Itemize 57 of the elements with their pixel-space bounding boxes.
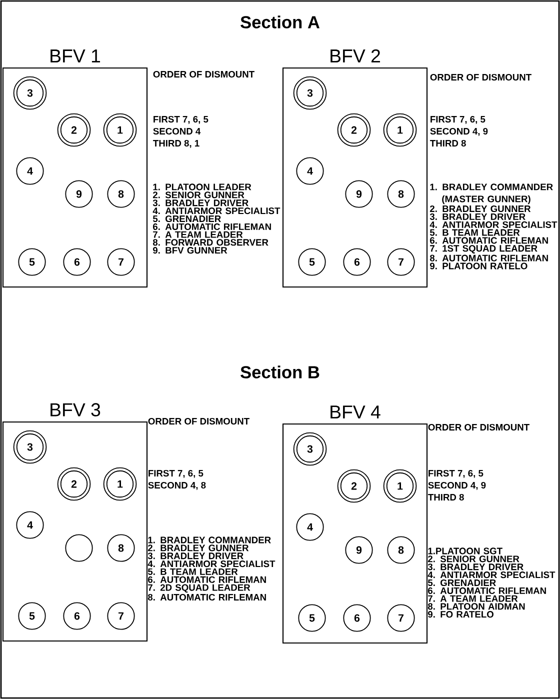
roster-entry: 4. ANTIARMOR SPECIALIST (148, 560, 276, 568)
roster-entry: 6. AUTOMATIC RIFLEMAN (428, 587, 546, 594)
roster-entry: 3. BRADLEY DRIVER (148, 552, 244, 560)
dismount-order: SECOND 4, 8 (148, 482, 206, 490)
dismount-order: FIRST 7, 6, 5 (430, 116, 486, 124)
vehicle-heading: BFV 2 (330, 49, 380, 62)
roster-entry: 6. AUTOMATIC RIFLEMAN (430, 237, 548, 244)
dismount-order: THIRD 8, 1 (153, 140, 200, 148)
roster-entry: 4. ANTIARMOR SPECIALIST (428, 572, 556, 578)
roster-entry: 8. AUTOMATIC RIFLEMAN (430, 254, 548, 262)
table-heading: ORDER OF DISMOUNT (153, 70, 254, 78)
roster-entry: 3. BRADLEY DRIVER (152, 200, 248, 206)
table-heading: ORDER OF DISMOUNT (430, 74, 532, 81)
roster-entry: 5. GRENADIER (152, 215, 221, 222)
roster-entry: 8. AUTOMATIC RIFLEMAN (148, 594, 266, 601)
roster-entry: 9. BFV GUNNER (152, 247, 228, 254)
section-title: Section B (240, 366, 320, 378)
vehicle-heading: BFV 3 (50, 403, 100, 416)
roster-entry: 6. AUTOMATIC RIFLEMAN (148, 576, 266, 583)
seat-circle (65, 534, 93, 562)
roster-entry: 4. ANTIARMOR SPECIALIST (152, 208, 280, 214)
roster-entry: 2. BRADLEY GUNNER (148, 544, 249, 552)
dismount-order: SECOND 4 (153, 128, 201, 135)
dismount-order: FIRST 7, 6, 5 (154, 116, 208, 124)
dismount-order: THIRD 8 (430, 140, 466, 147)
roster-entry: 7. A TEAM LEADER (153, 231, 243, 238)
dismount-order: THIRD 8 (428, 494, 464, 501)
roster-entry: 9. PLATOON RATELO (430, 262, 528, 270)
roster-entry: 2. SENIOR GUNNER (428, 556, 520, 562)
roster-entry: 1.PLATOON SGT (428, 548, 502, 554)
dismount-order: FIRST 7, 6, 5 (428, 470, 484, 478)
table-heading: ORDER OF DISMOUNT (428, 424, 530, 431)
dismount-order: SECOND 4, 9 (428, 482, 486, 490)
vehicle-heading: BFV 4 (330, 406, 380, 418)
roster-entry: 5. B TEAM LEADER (148, 568, 238, 575)
roster-entry: 8. FORWARD OBSERVER (152, 239, 268, 246)
roster-entry: 3. BRADLEY DRIVER (430, 213, 526, 220)
roster-entry: 6. AUTOMATIC RIFLEMAN (153, 223, 271, 230)
roster-entry: 9. FO RATELO (428, 611, 494, 618)
section-title: Section A (240, 16, 320, 28)
roster-entry: 7. 2D SQUAD LEADER (148, 584, 250, 593)
roster-entry: 3. BRADLEY DRIVER (428, 564, 524, 570)
roster-entry: 1. PLATOON LEADER (153, 184, 252, 190)
dismount-order: FIRST 7, 6, 5 (148, 470, 204, 478)
table-heading: ORDER OF DISMOUNT (148, 418, 250, 425)
roster-entry: 7. 1ST SQUAD LEADER (430, 245, 538, 254)
roster-entry: 2. BRADLEY GUNNER (430, 205, 531, 212)
roster-entry: 4. ANTIARMOR SPECIALIST (430, 221, 558, 228)
roster-entry: 5. GRENADIER (428, 579, 496, 586)
roster-entry: 7. A TEAM LEADER (428, 595, 518, 602)
roster-entry: 5. B TEAM LEADER (430, 229, 520, 236)
roster-entry: 1. BRADLEY COMMANDER (148, 536, 271, 544)
roster-entry: 2. SENIOR GUNNER (152, 192, 244, 198)
roster-entry: 1. BRADLEY COMMANDER (MASTER GUNNER) (430, 184, 553, 204)
dismount-order: SECOND 4, 9 (430, 128, 488, 136)
roster-entry: 8. PLATOON AIDMAN (428, 603, 525, 610)
vehicle-heading: BFV 1 (50, 50, 100, 62)
